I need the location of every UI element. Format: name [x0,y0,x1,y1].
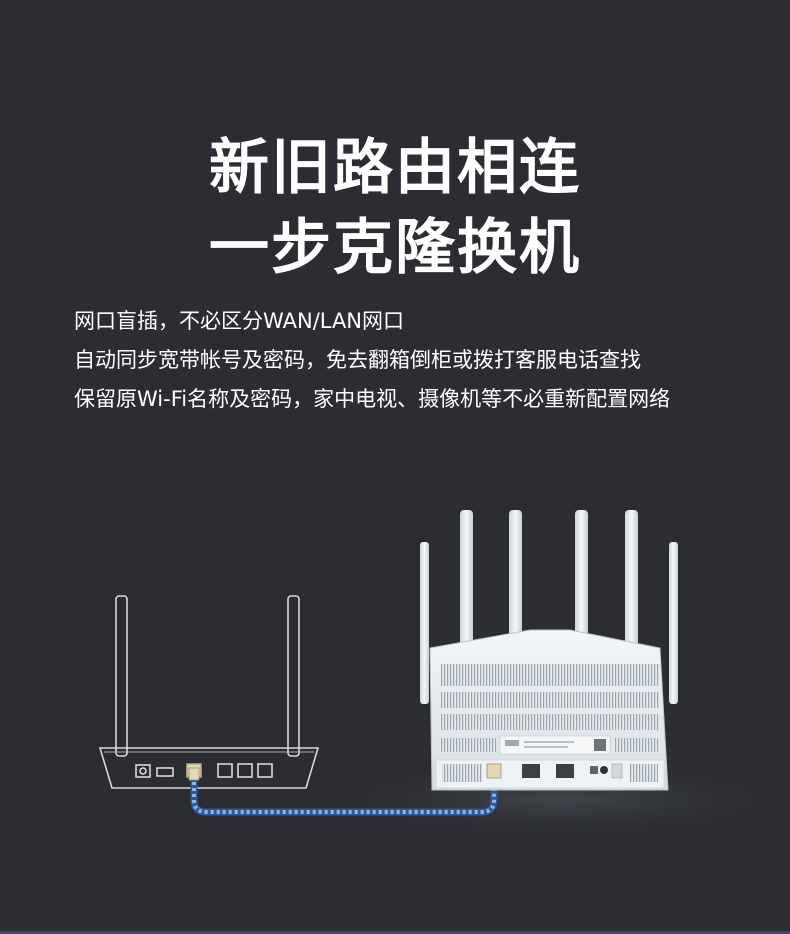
reset-button-icon [590,766,598,774]
lan-port-icon [217,763,233,778]
old-router [98,595,320,789]
wan-port-icon [486,763,502,779]
new-router [420,510,678,791]
lan-port-icon [237,763,253,778]
power-port-icon [135,764,151,778]
antenna [460,510,473,680]
label-panel [499,735,611,755]
old-router-body [98,747,320,789]
lan-port-icon [257,763,273,778]
feature-item: 网口盲插，不必区分WAN/LAN网口 [74,309,405,333]
power-jack-icon [600,766,608,774]
antenna [420,542,429,704]
vent-row [440,692,660,708]
vent-row [440,664,660,686]
cable-plug-left [188,767,200,781]
power-switch-icon [611,763,623,779]
qr-code-icon [594,739,606,751]
antenna [669,542,678,704]
feature-item: 自动同步宽带帐号及密码，免去翻箱倒柜或拨打客服电话查找 [74,348,641,372]
old-router-antenna-left [115,595,128,757]
lan-port-icon [556,764,574,778]
bottom-accent-bar [0,931,790,934]
lan-port-icon [522,764,540,778]
feature-item: 保留原Wi-Fi名称及密码，家中电视、摄像机等不必重新配置网络 [74,387,671,411]
usb-port-icon [156,767,174,777]
antenna [625,510,638,680]
headline-line-1: 新旧路由相连 [209,133,581,203]
headline-line-2: 一步克隆换机 [209,213,581,283]
old-router-antenna-right [287,595,300,757]
vent-row [440,714,660,730]
